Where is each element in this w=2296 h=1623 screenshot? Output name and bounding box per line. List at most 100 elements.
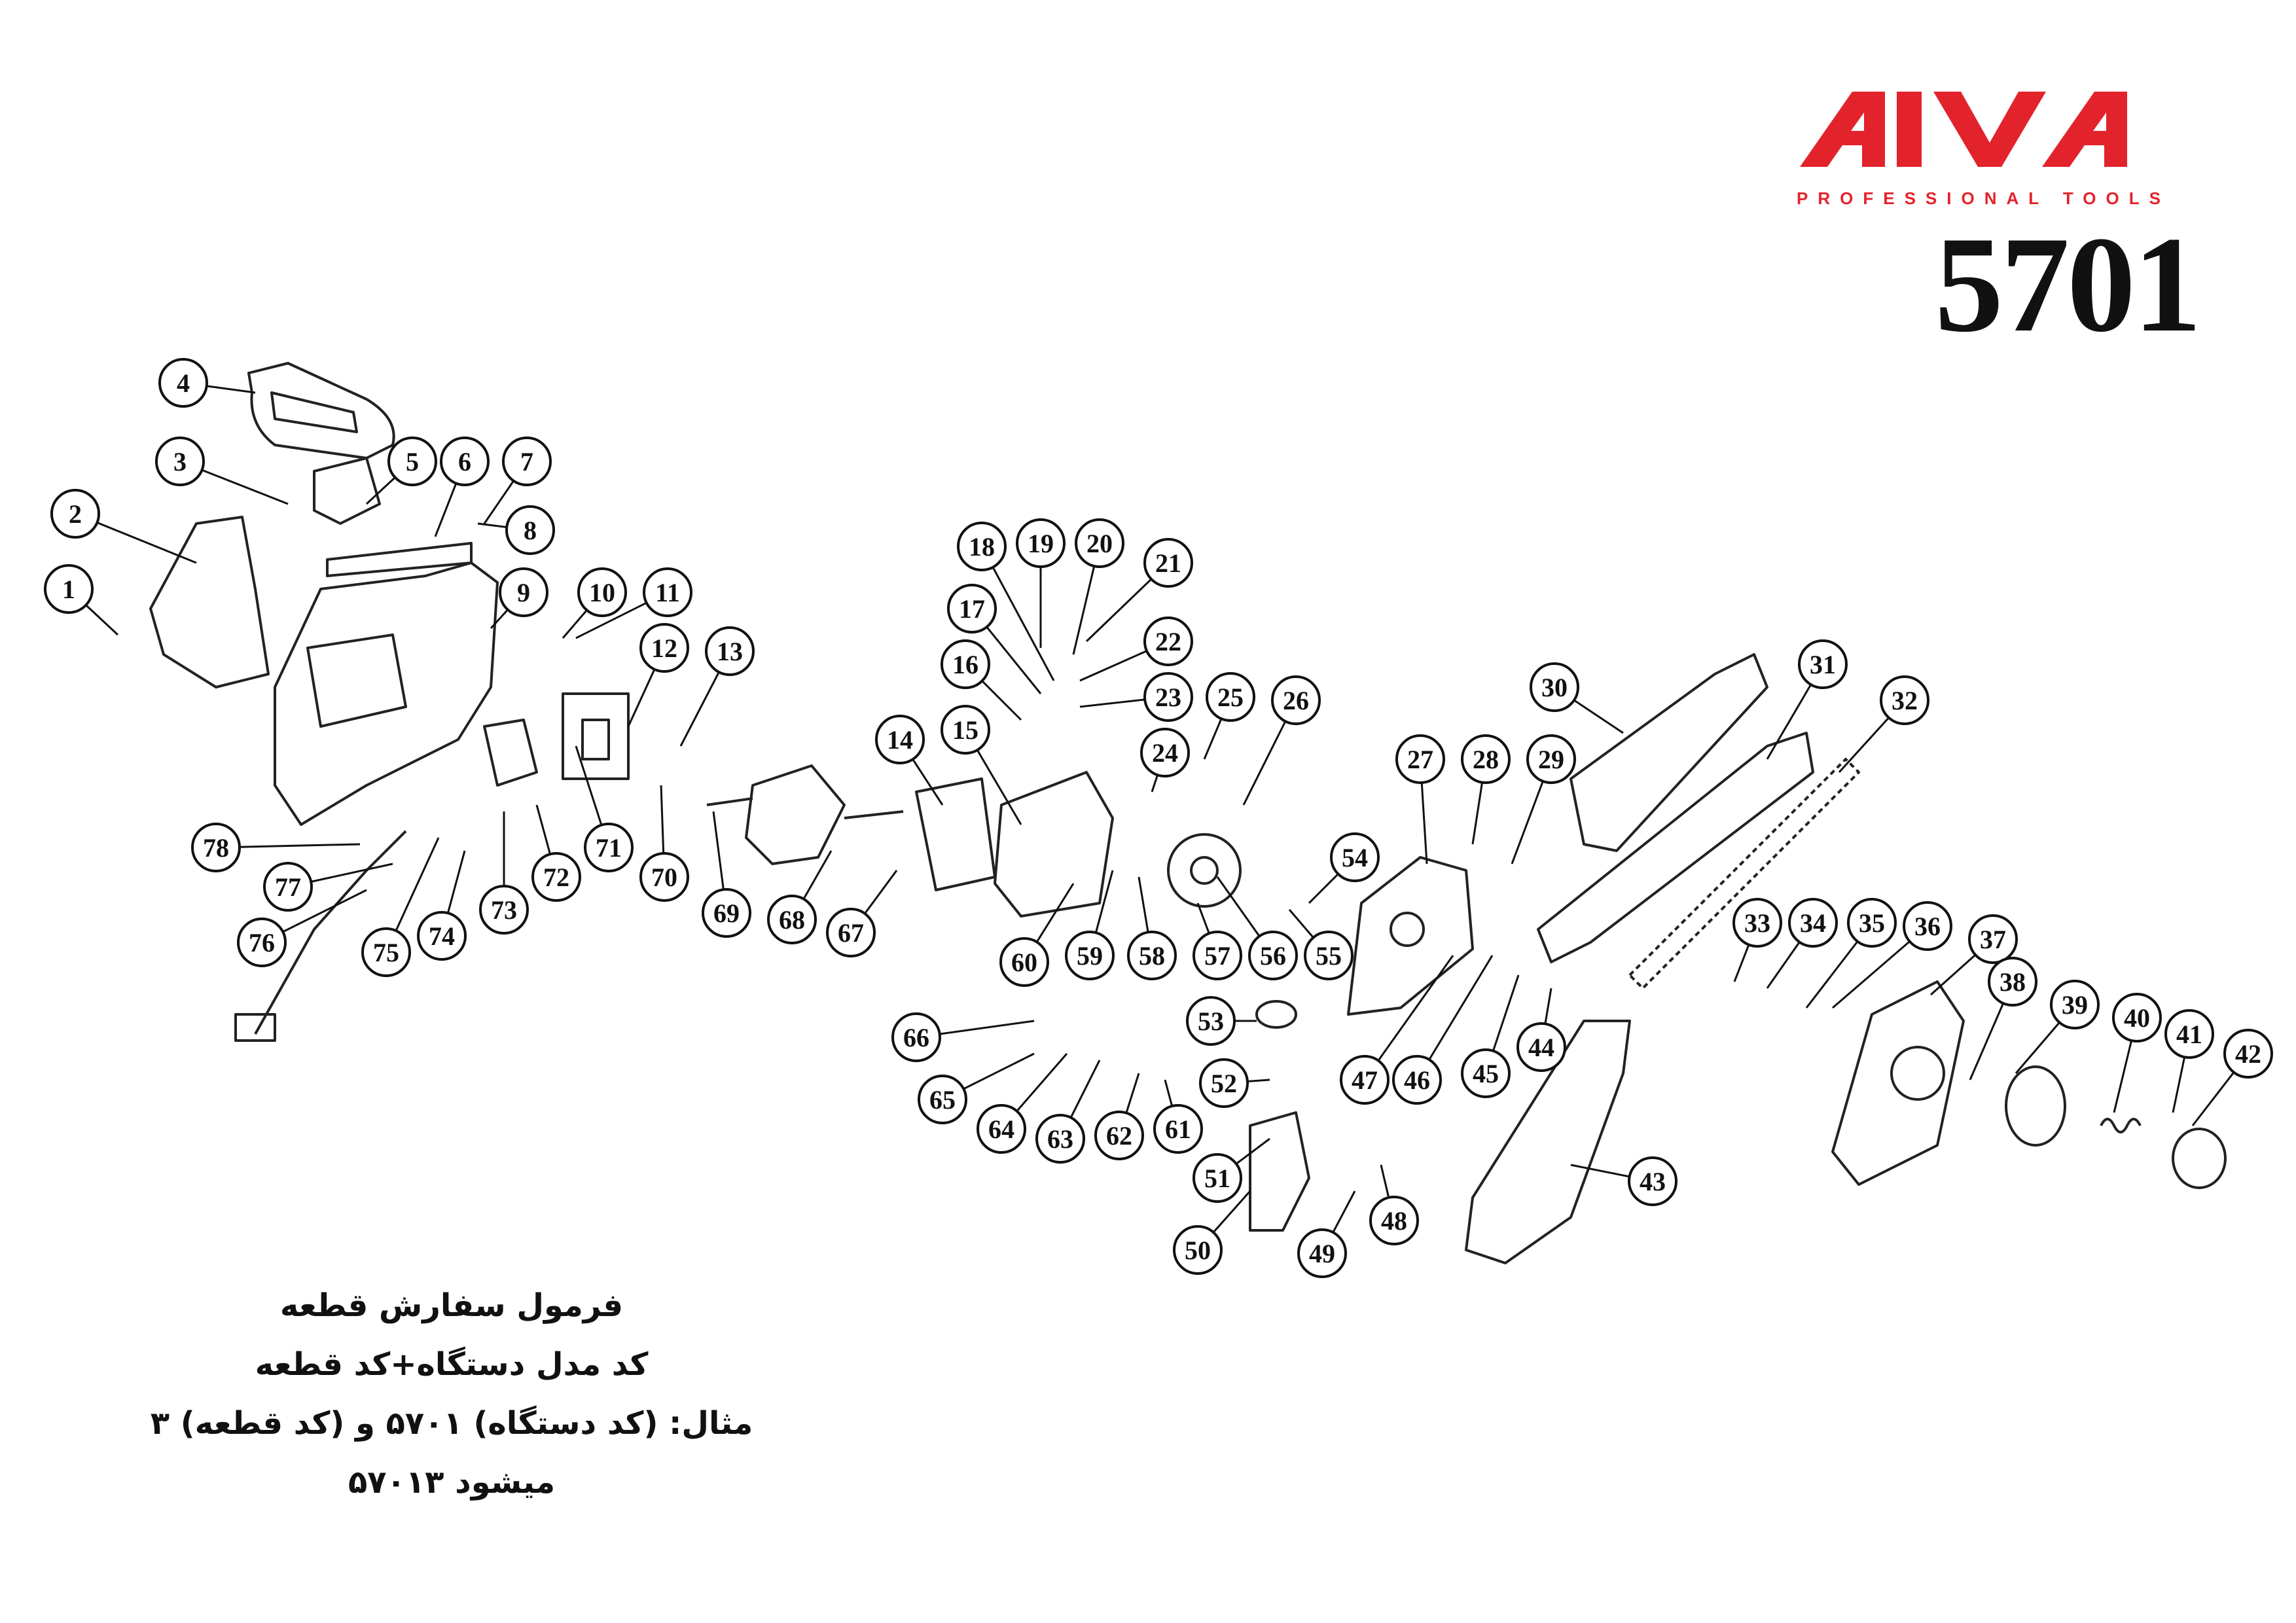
callout-label-27: 27	[1407, 745, 1433, 774]
callout-circle-55	[1304, 931, 1354, 980]
callout-label-7: 7	[520, 447, 533, 476]
callout-circle-27	[1395, 734, 1445, 784]
part-handle-top	[247, 362, 395, 459]
callout-label-77: 77	[275, 872, 301, 902]
callout-label-78: 78	[203, 833, 229, 863]
callout-circle-56	[1248, 931, 1298, 980]
callout-label-35: 35	[1859, 908, 1885, 938]
callout-circle-30	[1530, 662, 1579, 712]
callout-label-1: 1	[62, 575, 75, 604]
callout-label-55: 55	[1316, 941, 1342, 971]
callout-circle-1	[44, 564, 94, 614]
callout-circle-66	[891, 1012, 941, 1062]
callout-circle-28	[1461, 734, 1511, 784]
callout-label-48: 48	[1381, 1206, 1407, 1236]
callout-circle-2	[50, 489, 100, 539]
callout-label-44: 44	[1528, 1033, 1554, 1062]
callout-circle-39	[2050, 980, 2100, 1029]
part-front-handle	[1465, 1020, 1631, 1264]
leader-line-47	[1363, 955, 1454, 1080]
part-rear-cover	[149, 516, 270, 688]
callout-label-4: 4	[177, 368, 190, 398]
callout-circle-35	[1847, 898, 1897, 948]
callout-label-47: 47	[1352, 1065, 1378, 1095]
callout-circle-36	[1903, 901, 1952, 951]
callout-circle-77	[263, 862, 313, 912]
callout-label-62: 62	[1106, 1121, 1132, 1150]
callout-label-33: 33	[1744, 908, 1770, 938]
part-armature	[745, 764, 846, 865]
callout-circle-65	[918, 1075, 967, 1124]
callout-label-53: 53	[1198, 1007, 1224, 1036]
callout-circle-53	[1186, 996, 1236, 1046]
callout-circle-7	[502, 437, 552, 486]
callout-circle-11	[643, 567, 692, 617]
callout-circle-6	[440, 437, 490, 486]
callout-circle-61	[1153, 1104, 1203, 1154]
callout-label-26: 26	[1283, 686, 1309, 715]
part-motor-housing	[274, 562, 499, 826]
callout-label-52: 52	[1211, 1069, 1237, 1098]
callout-circle-74	[417, 911, 467, 961]
callout-circle-26	[1271, 675, 1321, 725]
callout-circle-21	[1143, 538, 1193, 588]
callout-label-12: 12	[651, 633, 677, 663]
callout-circle-31	[1798, 639, 1848, 689]
callout-circle-45	[1461, 1048, 1511, 1098]
callout-label-32: 32	[1892, 686, 1918, 715]
callout-label-70: 70	[651, 863, 677, 892]
part-chain	[1628, 758, 1860, 990]
callout-circle-52	[1199, 1058, 1249, 1108]
callout-label-30: 30	[1541, 673, 1568, 702]
callout-label-74: 74	[429, 921, 455, 951]
formula-result: میشود ۵۷۰۱۳	[348, 1464, 556, 1501]
callout-circle-23	[1143, 672, 1193, 722]
callout-label-49: 49	[1309, 1239, 1335, 1268]
callout-label-34: 34	[1800, 908, 1826, 938]
callout-circle-64	[977, 1104, 1026, 1154]
callout-label-29: 29	[1538, 745, 1564, 774]
callout-label-21: 21	[1155, 548, 1181, 578]
callout-label-54: 54	[1342, 843, 1368, 872]
callout-label-36: 36	[1914, 912, 1941, 941]
leader-line-18	[980, 546, 1055, 681]
callout-circle-59	[1065, 931, 1115, 980]
callout-label-40: 40	[2124, 1003, 2150, 1033]
callout-circle-4	[158, 358, 208, 408]
callout-label-75: 75	[373, 938, 399, 967]
callout-circle-10	[577, 567, 627, 617]
brand-tagline: PROFESSIONAL TOOLS	[1797, 188, 2170, 208]
callout-circle-34	[1788, 898, 1838, 948]
callout-circle-13	[705, 626, 755, 676]
callout-label-45: 45	[1473, 1059, 1499, 1088]
callout-label-15: 15	[952, 715, 978, 745]
part-side-cover	[1831, 980, 1965, 1186]
callout-label-64: 64	[988, 1115, 1014, 1144]
formula-title: فرمول سفارش قطعه	[279, 1287, 624, 1324]
callout-circle-19	[1016, 518, 1066, 568]
callout-circle-70	[639, 852, 689, 902]
callout-label-61: 61	[1165, 1115, 1191, 1144]
callout-circle-14	[875, 715, 925, 764]
callout-label-22: 22	[1155, 627, 1181, 656]
callout-circle-43	[1628, 1156, 1677, 1206]
callout-label-9: 9	[517, 578, 530, 607]
callout-circle-3	[155, 437, 205, 486]
callout-circle-17	[947, 584, 997, 633]
callout-label-46: 46	[1404, 1065, 1430, 1095]
callout-circle-68	[767, 895, 817, 944]
callout-circle-50	[1173, 1225, 1223, 1275]
callout-circle-63	[1035, 1114, 1085, 1164]
callout-circle-29	[1526, 734, 1576, 784]
callout-circle-8	[505, 505, 555, 555]
callout-label-25: 25	[1217, 683, 1244, 712]
callout-label-19: 19	[1028, 529, 1054, 558]
callout-circle-71	[584, 823, 634, 872]
callout-circle-49	[1297, 1228, 1347, 1278]
part-guide-bar	[1537, 732, 1814, 963]
brand-logo: PROFESSIONAL TOOLS	[1797, 92, 2170, 208]
callout-label-18: 18	[969, 532, 995, 562]
callout-circle-38	[1988, 957, 2037, 1007]
callout-label-41: 41	[2176, 1020, 2202, 1049]
callout-label-8: 8	[524, 516, 537, 545]
